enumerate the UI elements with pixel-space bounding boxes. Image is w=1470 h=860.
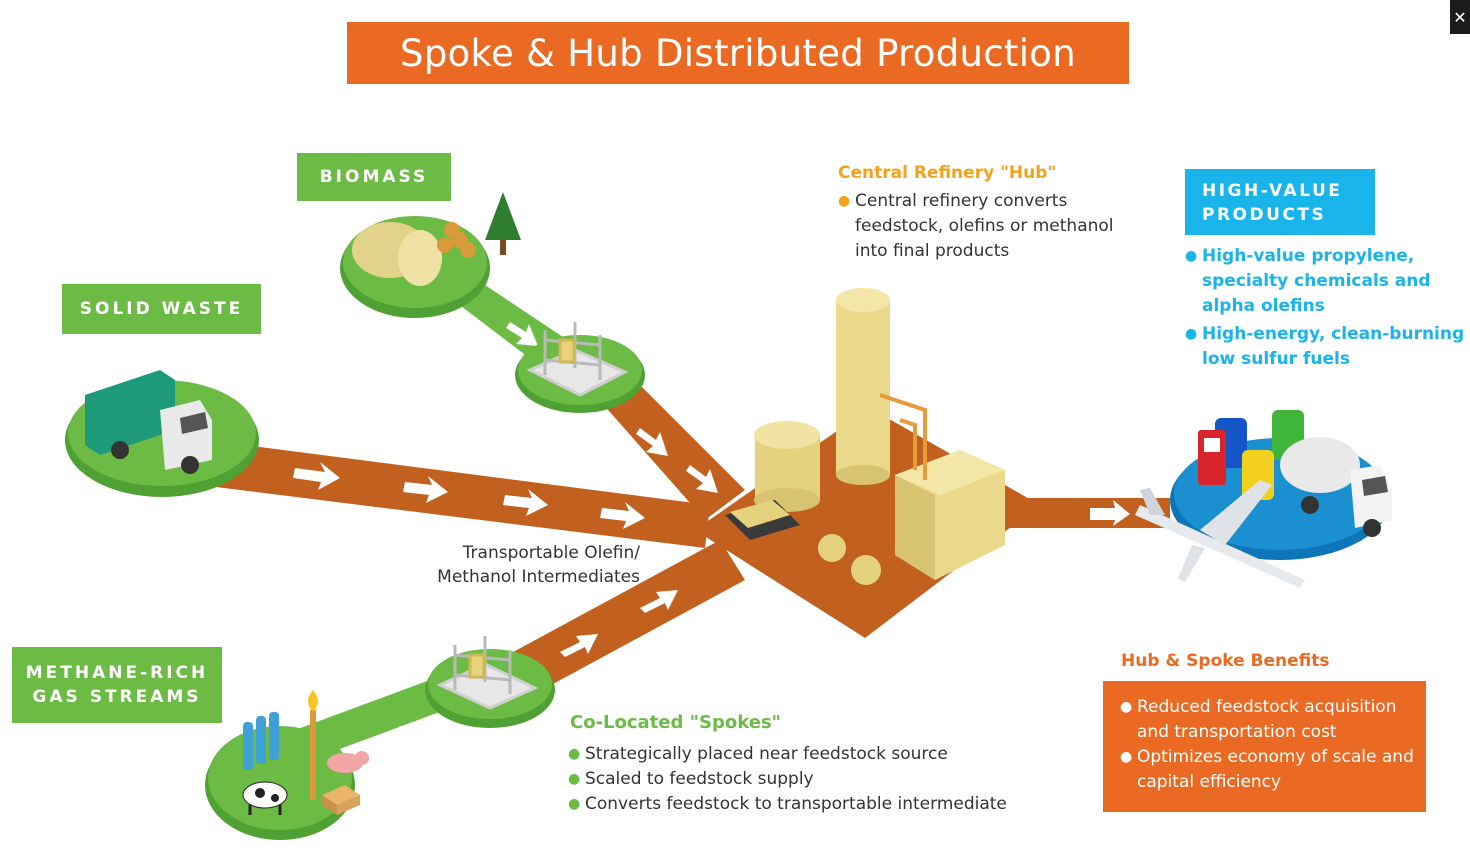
benefit-bullet-text: Reduced feedstock acquisition and transp… — [1137, 697, 1397, 742]
methane-label-line2: GAS STREAMS — [32, 687, 202, 707]
tree-icon — [485, 192, 521, 255]
small-tank-icon — [818, 534, 881, 585]
bullet-dot-icon: ● — [1120, 749, 1133, 765]
hub-bullets: ●Central refinery converts feedstock, ol… — [838, 189, 1138, 264]
cow-icon — [242, 781, 288, 815]
tanker-truck-icon — [1280, 437, 1392, 537]
high-value-bullets: ●High-value propylene, specialty chemica… — [1185, 244, 1470, 375]
hv-bullet: ●High-value propylene, specialty chemica… — [1185, 244, 1470, 319]
flow-arrows — [293, 322, 1130, 745]
spokes-bullet: ●Scaled to feedstock supply — [568, 767, 1038, 792]
bullet-dot-icon: ● — [568, 796, 581, 812]
transport-label: Transportable Olefin/ Methanol Intermedi… — [400, 541, 640, 589]
hv-bullet: ●High-energy, clean-burning low sulfur f… — [1185, 322, 1470, 372]
transport-label-line2: Methanol Intermediates — [437, 567, 640, 587]
hv-bullet-text: High-value propylene, specialty chemical… — [1202, 246, 1431, 316]
transport-label-line1: Transportable Olefin/ — [462, 543, 640, 563]
fuel-pump-icon — [1198, 430, 1226, 485]
benefit-bullet: ●Reduced feedstock acquisition and trans… — [1120, 695, 1416, 745]
methane-label: METHANE-RICH GAS STREAMS — [12, 647, 222, 723]
solid-waste-label: SOLID WASTE — [62, 284, 261, 334]
arrow — [403, 476, 448, 503]
hub-bullet-text: Central refinery converts feedstock, ole… — [855, 191, 1114, 261]
arrow — [686, 465, 718, 493]
central-refinery-hub — [725, 288, 1005, 585]
benefit-bullet: ●Optimizes economy of scale and capital … — [1120, 745, 1416, 795]
arrow — [1090, 500, 1130, 526]
high-value-products-label: HIGH-VALUE PRODUCTS — [1185, 169, 1375, 235]
arrow — [503, 489, 548, 516]
arrow — [600, 502, 645, 529]
arrow — [506, 322, 538, 346]
transport-roads — [200, 355, 1170, 710]
bullet-dot-icon: ● — [1185, 326, 1198, 342]
refinery-tower-icon — [836, 288, 890, 485]
railcar-icon — [725, 500, 800, 540]
pig-icon — [327, 751, 369, 773]
benefits-box: ●Reduced feedstock acquisition and trans… — [1103, 681, 1426, 812]
spoke-facility-icon — [436, 636, 539, 710]
spoke-facility-icon — [526, 322, 629, 397]
methane-spoke-site — [425, 636, 555, 728]
hv-bullet-text: High-energy, clean-burning low sulfur fu… — [1202, 324, 1465, 369]
hub-bullet: ●Central refinery converts feedstock, ol… — [838, 189, 1138, 264]
gas-cylinder-icon — [243, 712, 279, 770]
biomass-spoke-site — [515, 322, 645, 413]
hv-label-line1: HIGH-VALUE — [1202, 181, 1343, 201]
arrow — [385, 726, 420, 745]
processing-building-icon — [895, 450, 1005, 580]
spokes-bullet-text: Strategically placed near feedstock sour… — [585, 744, 948, 764]
wood-pile-icon — [437, 222, 476, 258]
bullet-dot-icon: ● — [1120, 699, 1133, 715]
biomass-site — [340, 192, 521, 318]
benefit-bullet-text: Optimizes economy of scale and capital e… — [1137, 747, 1414, 792]
hub-heading: Central Refinery "Hub" — [838, 163, 1057, 183]
solid-waste-site — [65, 370, 259, 497]
close-button[interactable]: ✕ — [1450, 0, 1470, 34]
products-site — [1135, 410, 1392, 588]
arrow — [293, 462, 340, 490]
road-solid-waste — [200, 440, 710, 548]
benefits-heading: Hub & Spoke Benefits — [1121, 651, 1330, 671]
road-products — [1000, 498, 1170, 528]
hv-label-line2: PRODUCTS — [1202, 205, 1327, 225]
methane-site — [205, 690, 369, 840]
bullet-dot-icon: ● — [1185, 248, 1198, 264]
spokes-heading: Co-Located "Spokes" — [570, 712, 782, 733]
arrow — [560, 634, 598, 657]
road-methane — [480, 540, 745, 710]
spokes-bullet: ●Strategically placed near feedstock sou… — [568, 742, 1038, 767]
methane-label-line1: METHANE-RICH — [25, 663, 209, 683]
garbage-truck-icon — [85, 370, 212, 474]
airplane-icon — [1135, 480, 1305, 588]
crate-icon — [322, 785, 360, 815]
pipes — [879, 393, 927, 480]
arrow — [640, 590, 678, 613]
storage-tank-icon — [754, 421, 820, 512]
benefits-bullets: ●Reduced feedstock acquisition and trans… — [1120, 695, 1416, 795]
spokes-bullet-text: Converts feedstock to transportable inte… — [585, 794, 1007, 814]
path-methane-spoke — [295, 680, 445, 760]
spokes-bullets: ●Strategically placed near feedstock sou… — [568, 742, 1038, 817]
hay-bale-icon — [352, 222, 442, 286]
spokes-bullet: ●Converts feedstock to transportable int… — [568, 792, 1038, 817]
flare-icon — [308, 690, 318, 800]
spokes-bullet-text: Scaled to feedstock supply — [585, 769, 814, 789]
biomass-label: BIOMASS — [297, 153, 451, 201]
arrow — [636, 428, 668, 456]
bullet-dot-icon: ● — [568, 746, 581, 762]
bullet-dot-icon: ● — [838, 193, 851, 209]
page-title: Spoke & Hub Distributed Production — [347, 22, 1129, 84]
bullet-dot-icon: ● — [568, 771, 581, 787]
